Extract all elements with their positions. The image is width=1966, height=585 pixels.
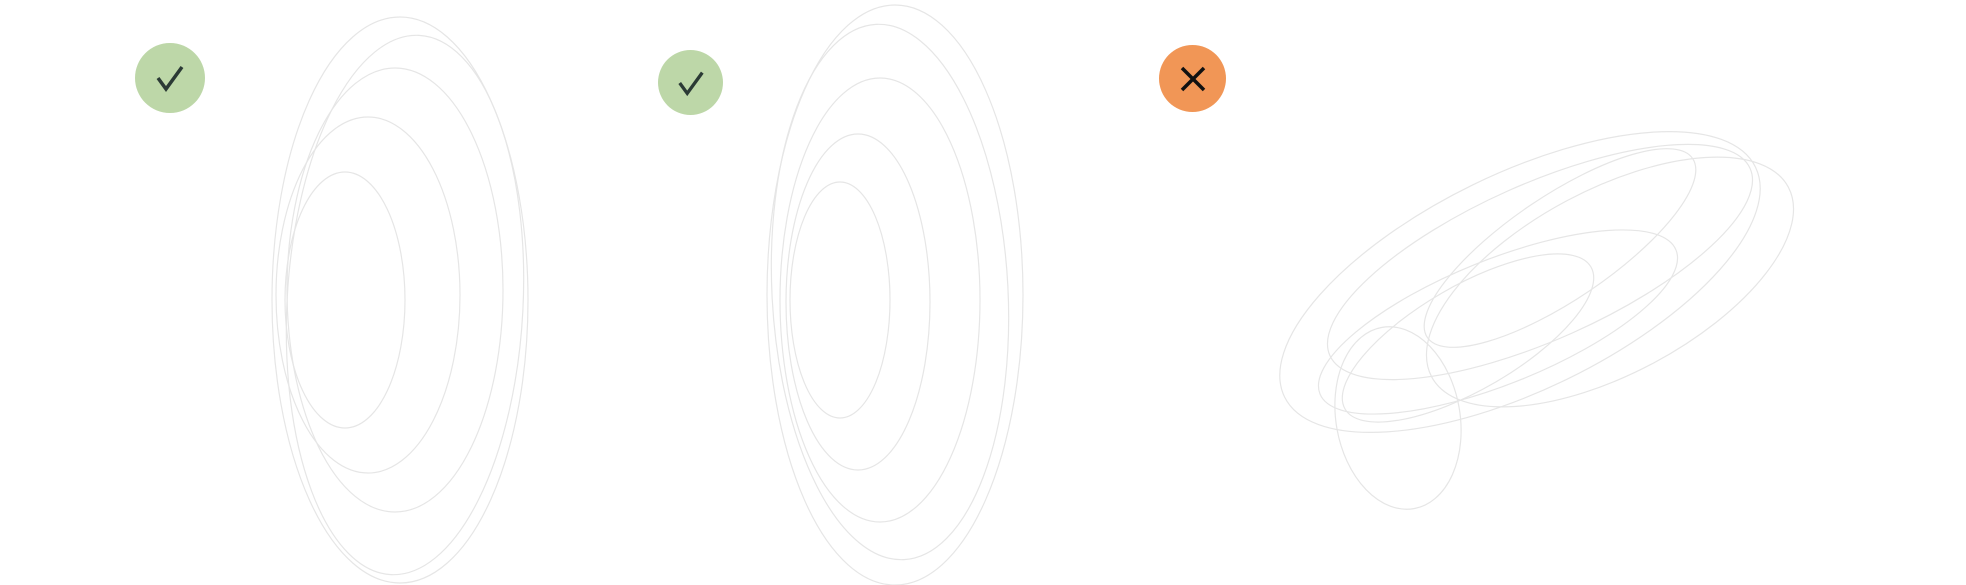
panel-1-contour-jitter (285, 34, 525, 576)
panel-2-contour-2 (779, 77, 981, 523)
panel-1-contours (271, 16, 529, 584)
panel-3-status-badge (1159, 45, 1226, 112)
panel-3-contour-outer (1279, 131, 1761, 433)
panel-2-contours (766, 4, 1024, 585)
panel-2-contour-inner (789, 181, 891, 419)
panel-2-contour-3 (785, 133, 931, 471)
panel-1-contour-2 (286, 67, 504, 513)
check-icon (677, 71, 704, 96)
check-icon (156, 65, 184, 92)
panel-3-contour-4 (1317, 229, 1679, 415)
panel-3-contour-2 (1326, 143, 1754, 381)
panel-3-contour-3 (1425, 156, 1795, 408)
cross-icon (1180, 66, 1205, 91)
panel-2-status-badge (658, 50, 723, 115)
panel-3-contours (1279, 131, 1795, 510)
panel-1-status-badge (135, 43, 205, 113)
panel-1-contour-inner (284, 171, 406, 429)
panel-1-contour-outer (271, 16, 529, 584)
panel-1-contour-3 (275, 116, 461, 474)
panel-3-contour-5 (1341, 253, 1595, 423)
panel-2-contour-outer (766, 4, 1024, 585)
panel-3-contour-6 (1334, 326, 1462, 510)
panel-2-contour-jitter (770, 23, 1010, 561)
panel-3-contour-inner (1423, 148, 1697, 348)
